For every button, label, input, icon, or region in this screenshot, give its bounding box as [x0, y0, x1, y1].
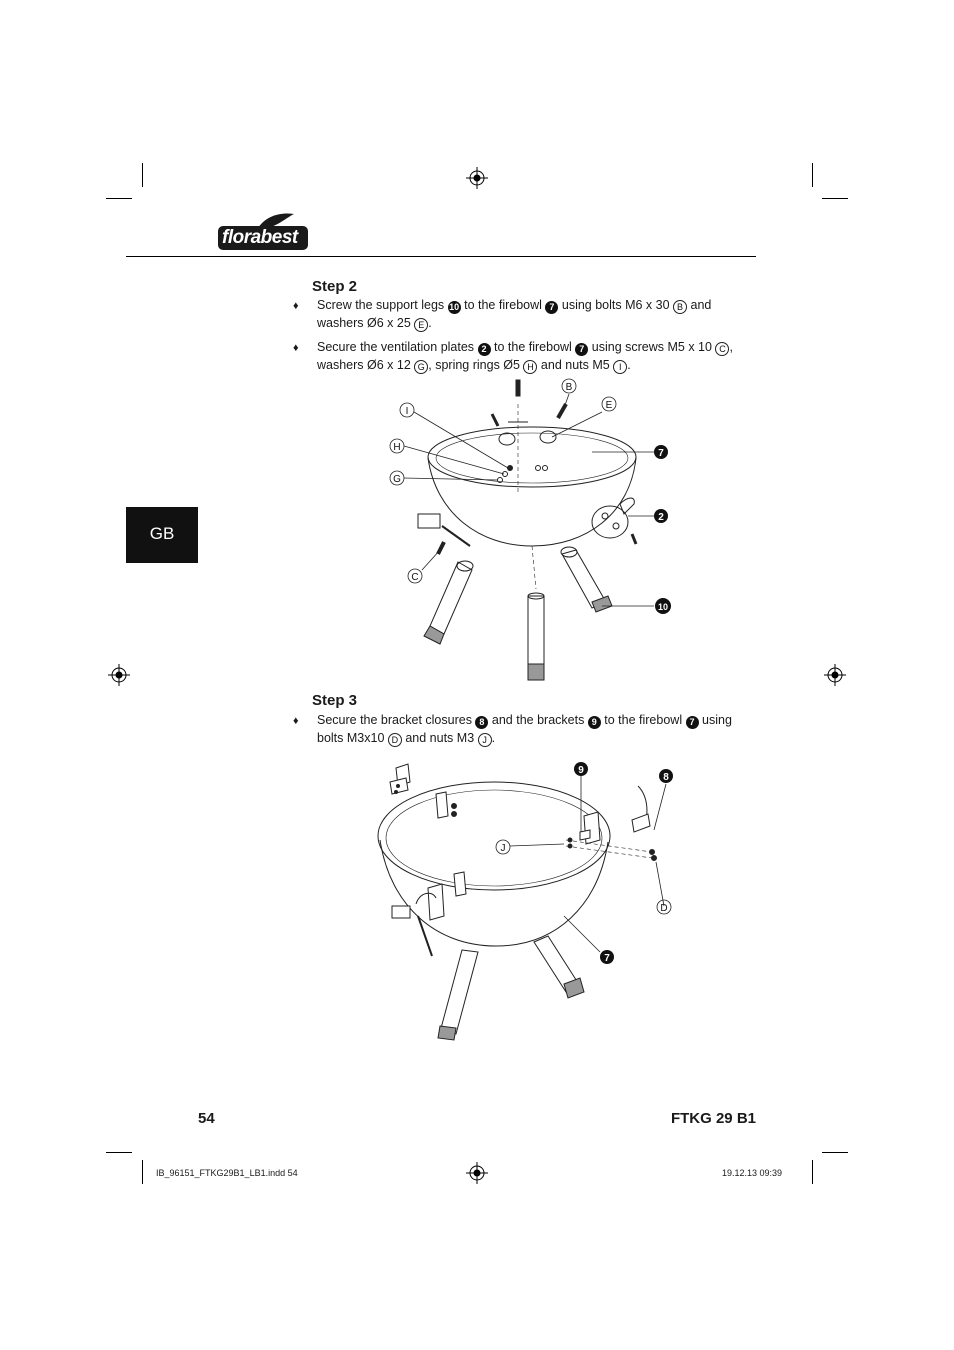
bracket-closure: [427, 883, 445, 921]
logo-text: florabest: [222, 227, 298, 248]
part-number-badge: 8: [475, 716, 489, 729]
leaf-icon: [258, 213, 294, 229]
hardware-letter-badge: E: [414, 317, 429, 332]
bullet-icon: ♦: [293, 300, 299, 312]
step2-instruction-2: Secure the ventilation plates 2 to the f…: [317, 340, 733, 374]
support-leg: [527, 595, 545, 675]
bullet-icon: ♦: [293, 715, 299, 727]
step2-assembly-illustration: B E I H G C 7 2 10: [389, 378, 671, 681]
bullet-icon: ♦: [293, 342, 299, 354]
label-8: 8: [663, 772, 669, 783]
label-2: 2: [658, 512, 664, 523]
label-h: H: [393, 442, 400, 453]
crop-mark: [822, 198, 848, 199]
part-number-badge: 7: [685, 716, 699, 729]
crop-mark: [142, 1160, 143, 1184]
step3-instruction-1: Secure the bracket closures 8 and the br…: [317, 713, 732, 747]
header-rule: [126, 256, 756, 257]
hardware-letter-badge: B: [673, 300, 688, 314]
registration-mark-icon: [466, 167, 488, 189]
label-i: I: [406, 406, 409, 417]
crop-mark: [812, 1160, 813, 1184]
language-tab-label: GB: [149, 524, 175, 543]
print-slug-date: 19.12.13 09:39: [722, 1168, 783, 1178]
label-9: 9: [578, 765, 584, 776]
vent-handle: [417, 513, 441, 529]
registration-mark-icon: [824, 664, 846, 686]
bolt: [515, 379, 521, 397]
crop-mark: [106, 1152, 132, 1153]
bracket: [453, 871, 467, 897]
label-e: E: [606, 400, 613, 411]
firebowl-rim: [377, 781, 611, 891]
washer: [539, 430, 557, 444]
firebowl-body: [379, 839, 609, 947]
screw: [490, 413, 500, 427]
firebowl-body: [427, 457, 637, 547]
crop-mark: [106, 198, 132, 199]
hardware-letter-badge: J: [477, 732, 492, 747]
bracket: [435, 791, 449, 819]
step2-instruction-1: Screw the support legs 10 to the firebow…: [317, 298, 712, 332]
part-number-badge: 7: [545, 301, 559, 314]
step2-title: Step 2: [312, 278, 358, 295]
language-tab: GB: [126, 507, 198, 563]
crop-mark: [822, 1152, 848, 1153]
support-leg: [439, 949, 479, 1035]
label-10: 10: [658, 602, 668, 612]
ventilation-plate: [591, 505, 629, 539]
part-number-badge: 10: [447, 301, 461, 314]
hardware-letter-badge: I: [613, 359, 628, 374]
model-number: FTKG 29 B1: [670, 1110, 756, 1127]
crop-mark: [142, 163, 143, 187]
label-7: 7: [604, 953, 610, 964]
support-leg: [429, 561, 473, 635]
firebowl-rim: [427, 426, 637, 488]
hardware-letter-badge: G: [414, 359, 429, 374]
part-number-badge: 7: [575, 343, 589, 356]
logo-badge: [218, 226, 308, 250]
label-j: J: [501, 843, 506, 854]
hardware-letter-badge: D: [387, 732, 402, 747]
brand-logo: florabest: [218, 212, 310, 252]
part-number-badge: 2: [477, 343, 491, 356]
hardware-letter-badge: H: [523, 359, 538, 374]
print-slug-file: IB_96151_FTKG29B1_LB1.indd 54: [156, 1168, 298, 1178]
part-number-badge: 9: [587, 716, 601, 729]
page-number: 54: [198, 1110, 215, 1127]
registration-mark-icon: [108, 664, 130, 686]
crop-mark: [812, 163, 813, 187]
label-b: B: [566, 382, 573, 393]
label-d: D: [660, 903, 667, 914]
registration-mark-icon: [466, 1162, 488, 1184]
hardware-letter-badge: C: [715, 342, 730, 356]
label-g: G: [393, 474, 401, 485]
step3-title: Step 3: [312, 692, 358, 709]
label-7: 7: [658, 448, 664, 459]
screw: [436, 541, 446, 555]
label-c: C: [411, 572, 418, 583]
step3-assembly-illustration: 9 8 J D 7: [377, 762, 673, 1041]
washer: [498, 432, 516, 446]
